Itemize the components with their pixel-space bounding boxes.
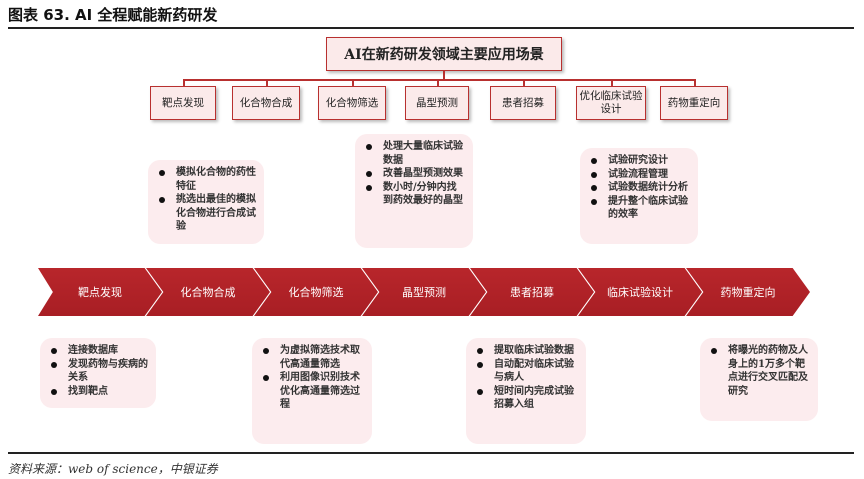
- connector: [611, 79, 613, 86]
- category-node: 患者招募: [490, 86, 556, 120]
- connector: [183, 79, 185, 86]
- source-note: 资料来源：web of science，中银证券: [8, 462, 218, 476]
- process-step: 患者招募: [470, 268, 594, 316]
- card-target-discovery: 连接数据库发现药物与疾病的关系找到靶点: [40, 338, 156, 408]
- bullet-item: 改善晶型预测效果: [363, 167, 465, 181]
- connector: [266, 79, 268, 86]
- connector: [443, 71, 445, 80]
- category-node: 优化临床试验设计: [576, 86, 646, 120]
- bullet-item: 提取临床试验数据: [474, 344, 578, 358]
- bullet-item: 找到靶点: [48, 385, 148, 399]
- connector: [352, 79, 354, 86]
- bullet-item: 模拟化合物的药性特征: [156, 166, 256, 193]
- bullet-item: 发现药物与疾病的关系: [48, 358, 148, 385]
- category-node: 化合物筛选: [318, 86, 386, 120]
- bullet-item: 自动配对临床试验与病人: [474, 358, 578, 385]
- process-step: 化合物合成: [146, 268, 270, 316]
- connector: [437, 79, 439, 86]
- category-node: 药物重定向: [660, 86, 728, 120]
- bullet-item: 连接数据库: [48, 344, 148, 358]
- bullet-item: 处理大量临床试验数据: [363, 140, 465, 167]
- bullet-item: 利用图像识别技术优化高通量筛选过程: [260, 371, 364, 412]
- process-step: 靶点发现: [38, 268, 162, 316]
- root-node: AI在新药研发领域主要应用场景: [326, 37, 562, 71]
- connector: [183, 79, 695, 81]
- category-node: 化合物合成: [232, 86, 300, 120]
- card-drug-repurposing: 将曝光的药物及人身上的1万多个靶点进行交叉匹配及研究: [700, 338, 818, 421]
- card-compound-synthesis: 模拟化合物的药性特征挑选出最佳的模拟化合物进行合成试验: [148, 160, 264, 244]
- bullet-item: 试验数据统计分析: [588, 181, 690, 195]
- top-rule: [8, 27, 854, 29]
- bullet-item: 短时间内完成试验招募入组: [474, 385, 578, 412]
- bullet-item: 试验流程管理: [588, 168, 690, 182]
- process-step: 药物重定向: [686, 268, 810, 316]
- category-node: 靶点发现: [150, 86, 216, 120]
- card-crystal-prediction: 处理大量临床试验数据改善晶型预测效果数小时/分钟内找到药效最好的晶型: [355, 134, 473, 248]
- bullet-item: 挑选出最佳的模拟化合物进行合成试验: [156, 193, 256, 234]
- figure-title: 图表 63. AI 全程赋能新药研发: [8, 6, 218, 24]
- process-step: 晶型预测: [362, 268, 486, 316]
- card-trial-design: 试验研究设计试验流程管理试验数据统计分析提升整个临床试验的效率: [580, 148, 698, 244]
- category-node: 晶型预测: [405, 86, 469, 120]
- bullet-item: 提升整个临床试验的效率: [588, 195, 690, 222]
- card-compound-screening: 为虚拟筛选技术取代高通量筛选利用图像识别技术优化高通量筛选过程: [252, 338, 372, 444]
- bullet-item: 为虚拟筛选技术取代高通量筛选: [260, 344, 364, 371]
- process-step: 临床试验设计: [578, 268, 702, 316]
- process-step: 化合物筛选: [254, 268, 378, 316]
- bottom-rule: [8, 452, 854, 454]
- connector: [694, 79, 696, 86]
- bullet-item: 试验研究设计: [588, 154, 690, 168]
- card-patient-recruitment: 提取临床试验数据自动配对临床试验与病人短时间内完成试验招募入组: [466, 338, 586, 444]
- bullet-item: 数小时/分钟内找到药效最好的晶型: [363, 181, 465, 208]
- bullet-item: 将曝光的药物及人身上的1万多个靶点进行交叉匹配及研究: [708, 344, 810, 398]
- connector: [523, 79, 525, 86]
